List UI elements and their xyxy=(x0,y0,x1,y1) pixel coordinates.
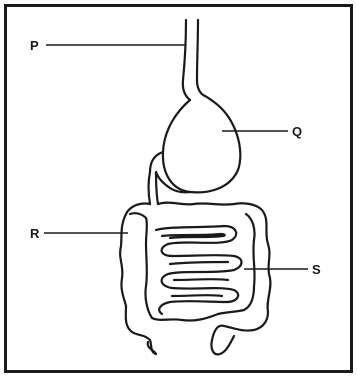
label-s: S xyxy=(312,262,321,277)
label-q: Q xyxy=(292,124,302,139)
label-r: R xyxy=(30,226,40,241)
duodenum xyxy=(149,172,159,204)
label-p: P xyxy=(30,38,39,53)
small-intestine xyxy=(156,226,242,314)
stomach xyxy=(150,96,240,192)
oesophagus xyxy=(183,20,205,100)
